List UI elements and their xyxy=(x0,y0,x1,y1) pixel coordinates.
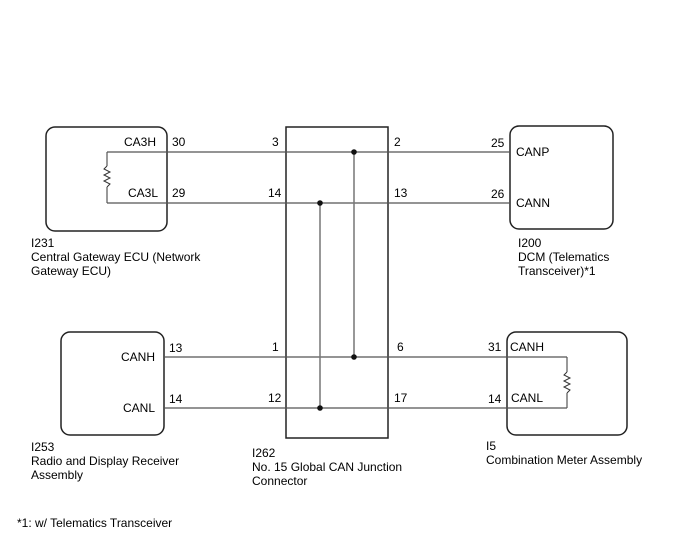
gateway-resistor-icon xyxy=(102,165,112,188)
junction-pin-14: 14 xyxy=(268,186,282,200)
junction-name-line1: No. 15 Global CAN Junction xyxy=(252,460,403,474)
radio-code: I253 xyxy=(31,440,55,454)
junction-name-line2: Connector xyxy=(252,474,308,488)
gateway-name-line1: Central Gateway ECU (Network xyxy=(31,250,201,264)
radio-signal-canl: CANL xyxy=(123,401,156,415)
meter-caption: I5 Combination Meter Assembly xyxy=(486,439,642,467)
meter-name-line1: Combination Meter Assembly xyxy=(486,453,643,467)
radio-signal-canh: CANH xyxy=(121,350,156,364)
dcm-name-line1: DCM (Telematics xyxy=(518,250,610,264)
splice-dot xyxy=(351,149,357,155)
splice-dot xyxy=(351,354,357,360)
junction-pin-13: 13 xyxy=(394,186,408,200)
gateway-ecu-box xyxy=(45,126,168,232)
meter-pin-14: 14 xyxy=(488,392,502,406)
gateway-pin-29: 29 xyxy=(172,186,186,200)
splice-dot xyxy=(317,405,323,411)
dcm-box xyxy=(509,125,614,230)
meter-box xyxy=(506,331,628,436)
footnote: *1: w/ Telematics Transceiver xyxy=(17,516,173,530)
junction-pin-6: 6 xyxy=(397,340,404,354)
dcm-code: I200 xyxy=(518,236,542,250)
meter-code: I5 xyxy=(486,439,497,453)
dcm-signal-cann: CANN xyxy=(516,196,551,210)
junction-pin-1: 1 xyxy=(272,340,279,354)
gateway-signal-ca3h: CA3H xyxy=(124,135,157,149)
junction-pin-17: 17 xyxy=(394,391,408,405)
gateway-caption: I231 Central Gateway ECU (Network Gatewa… xyxy=(31,236,200,278)
meter-pin-31: 31 xyxy=(488,340,502,354)
meter-signal-canl: CANL xyxy=(511,391,544,405)
junction-connector-box xyxy=(285,126,389,439)
junction-caption: I262 No. 15 Global CAN Junction Connecto… xyxy=(252,446,402,488)
gateway-name-line2: Gateway ECU) xyxy=(31,264,112,278)
dcm-caption: I200 DCM (Telematics Transceiver)*1 xyxy=(518,236,609,278)
dcm-pin-26: 26 xyxy=(491,187,505,201)
dcm-pin-25: 25 xyxy=(491,136,505,150)
radio-name-line2: Assembly xyxy=(31,468,84,482)
dcm-signal-canp: CANP xyxy=(516,145,550,159)
radio-pin-13: 13 xyxy=(169,341,183,355)
junction-pin-3: 3 xyxy=(272,135,279,149)
junction-code: I262 xyxy=(252,446,276,460)
splice-dot xyxy=(317,200,323,206)
meter-resistor-icon xyxy=(562,371,572,394)
junction-pin-2: 2 xyxy=(394,135,401,149)
gateway-code: I231 xyxy=(31,236,55,250)
radio-pin-14: 14 xyxy=(169,392,183,406)
radio-name-line1: Radio and Display Receiver xyxy=(31,454,180,468)
junction-pin-12: 12 xyxy=(268,391,282,405)
gateway-pin-30: 30 xyxy=(172,135,186,149)
radio-caption: I253 Radio and Display Receiver Assembly xyxy=(31,440,179,482)
meter-signal-canh: CANH xyxy=(510,340,545,354)
radio-box xyxy=(60,331,165,436)
gateway-signal-ca3l: CA3L xyxy=(128,186,159,200)
dcm-name-line2: Transceiver)*1 xyxy=(518,264,596,278)
